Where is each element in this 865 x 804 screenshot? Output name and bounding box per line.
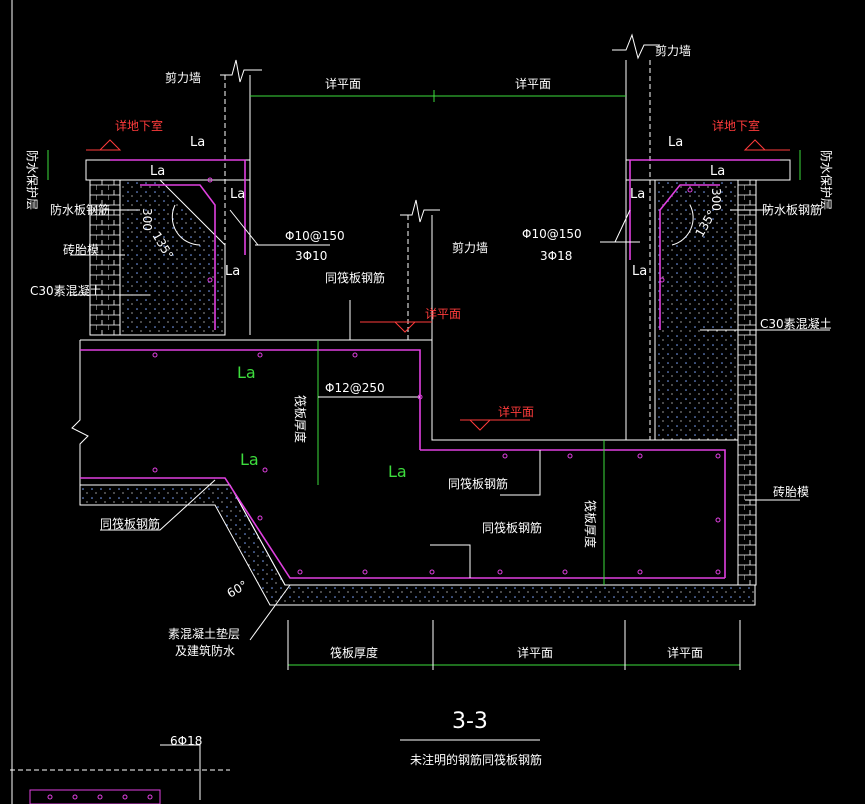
bottom-leader bbox=[160, 744, 201, 800]
dimensions bbox=[47, 90, 801, 670]
left-rebar-top bbox=[110, 159, 246, 255]
right-wall-group bbox=[612, 33, 791, 586]
label-la-8: La bbox=[632, 264, 647, 279]
leader-same-raft-mid bbox=[500, 450, 541, 496]
label-3phi10: 3Φ10 bbox=[295, 249, 327, 263]
label-cushion-1: 素混凝土垫层 bbox=[168, 626, 240, 641]
right-rebar-inner bbox=[659, 184, 720, 330]
label-phi10-left: Φ10@150 bbox=[285, 229, 345, 243]
label-6phi18: 6Φ18 bbox=[170, 734, 202, 748]
right-brick-mould bbox=[737, 179, 757, 586]
label-la-2: La bbox=[150, 164, 165, 179]
label-300-left: 300 bbox=[140, 208, 154, 231]
label-raft-thickness-2: 筏板厚度 bbox=[583, 500, 598, 548]
leaders bbox=[70, 209, 830, 641]
label-see-plan-step: 详平面 bbox=[498, 404, 534, 419]
left-angle-arc bbox=[171, 204, 201, 246]
left-callout-marker bbox=[98, 139, 122, 151]
label-la-9: La bbox=[237, 363, 256, 382]
label-waterproof-left: 防水板钢筋 bbox=[50, 202, 110, 217]
center-callout-marker bbox=[393, 321, 417, 333]
raft-left-break bbox=[71, 340, 89, 485]
label-la-1: La bbox=[190, 135, 205, 150]
leader-same-raft-left bbox=[100, 479, 216, 531]
label-same-raft-low: 同筏板钢筋 bbox=[482, 520, 542, 535]
label-la-7: La bbox=[630, 187, 645, 202]
label-la-4: La bbox=[225, 264, 240, 279]
label-brick-left: 砖胎模 bbox=[63, 242, 99, 257]
left-wall-group bbox=[85, 59, 262, 336]
left-rebar-inner bbox=[140, 184, 216, 330]
label-see-plan-center: 详平面 bbox=[425, 306, 461, 321]
label-see-plan-4: 详平面 bbox=[667, 645, 703, 660]
label-see-plan-1: 详平面 bbox=[325, 76, 361, 91]
rebar-dots bbox=[47, 177, 721, 800]
label-la-3: La bbox=[230, 187, 245, 202]
label-la-11: La bbox=[388, 462, 407, 481]
label-brick-right: 砖胎模 bbox=[773, 484, 809, 499]
raft-slab bbox=[71, 339, 756, 606]
label-shear-wall-left: 剪力墙 bbox=[165, 70, 201, 85]
label-la-10: La bbox=[240, 450, 259, 469]
label-shear-wall-right: 剪力墙 bbox=[655, 43, 691, 58]
leader-phi10-left-2 bbox=[229, 209, 259, 246]
bottom-rebar bbox=[29, 789, 161, 804]
label-same-raft-left: 同筏板钢筋 bbox=[100, 516, 160, 531]
label-raft-thickness-1: 筏板厚度 bbox=[293, 395, 308, 443]
right-angle-arc bbox=[671, 204, 694, 246]
label-shear-wall-center: 剪力墙 bbox=[452, 240, 488, 255]
label-see-plan-3: 详平面 bbox=[517, 645, 553, 660]
label-phi12: Φ12@250 bbox=[325, 381, 385, 395]
label-see-basement-left: 详地下室 bbox=[115, 118, 163, 133]
right-break-mark bbox=[612, 33, 660, 60]
label-waterproof-right: 防水板钢筋 bbox=[762, 202, 822, 217]
leader-cushion bbox=[249, 584, 291, 641]
label-3phi18: 3Φ18 bbox=[540, 249, 572, 263]
raft-cushion bbox=[79, 484, 756, 606]
raft-rebar-bottom bbox=[80, 477, 725, 579]
right-rebar-top bbox=[629, 159, 780, 260]
raft-rebar-step bbox=[420, 449, 726, 578]
label-c30-right: C30素混凝土 bbox=[760, 316, 832, 331]
label-la-5: La bbox=[668, 135, 683, 150]
section-title: 3-3 bbox=[452, 709, 488, 734]
section-note: 未注明的钢筋同筏板钢筋 bbox=[410, 752, 542, 767]
bottom-detail bbox=[10, 744, 230, 804]
leader-same-raft-low bbox=[430, 544, 471, 578]
label-see-basement-right: 详地下室 bbox=[712, 118, 760, 133]
label-cushion-2: 及建筑防水 bbox=[175, 643, 235, 658]
label-phi10-right: Φ10@150 bbox=[522, 227, 582, 241]
label-protect-left: 防水保护层 bbox=[25, 150, 40, 210]
raft-top-edge bbox=[80, 339, 738, 441]
right-concrete-fill bbox=[654, 179, 739, 441]
right-callout-marker bbox=[743, 139, 767, 151]
label-raft-thickness-3: 筏板厚度 bbox=[330, 645, 378, 660]
label-300-right: 300 bbox=[709, 188, 723, 211]
label-c30-left: C30素混凝土 bbox=[30, 283, 102, 298]
label-protect-right: 防水保护层 bbox=[819, 150, 834, 210]
label-la-6: La bbox=[710, 164, 725, 179]
label-same-raft-mid: 同筏板钢筋 bbox=[448, 476, 508, 491]
center-break-mark bbox=[400, 199, 440, 223]
left-concrete-fill bbox=[119, 179, 226, 336]
raft-rebar-top bbox=[80, 349, 421, 450]
step-callout-marker bbox=[468, 419, 492, 431]
label-60: 60° bbox=[225, 578, 250, 601]
leader-phi10-right bbox=[600, 209, 640, 243]
label-same-raft-top: 同筏板钢筋 bbox=[325, 270, 385, 285]
label-see-plan-2: 详平面 bbox=[515, 76, 551, 91]
right-protect-layer bbox=[625, 159, 791, 181]
left-break-mark bbox=[220, 59, 262, 83]
